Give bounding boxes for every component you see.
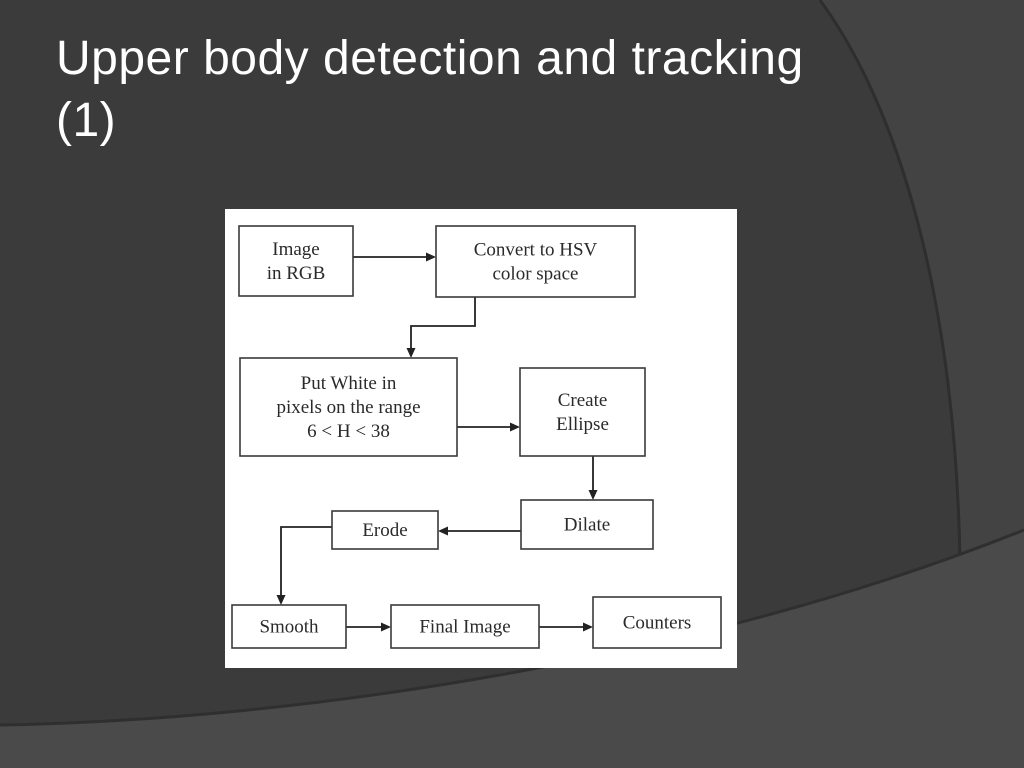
arrow-head [276,595,286,605]
node-label: color space [493,264,579,285]
arrow-head [583,622,593,632]
node-label: Ellipse [556,414,609,435]
node-convert-hsv: Convert to HSV color space [435,225,636,298]
node-box [231,604,347,649]
node-label: Put White in [301,373,397,394]
arrow-create-ellipse-to-dilate [588,456,598,500]
flowchart: Image in RGB Convert to HSV color spacePut … [231,225,722,649]
background-lower-swoosh [0,530,1024,768]
arrow-smooth-to-final-image [346,622,391,632]
connector-line [280,526,332,595]
arrow-dilate-to-erode [438,526,521,536]
slide-title: Upper body detection and tracking (1) [56,32,804,147]
node-box [520,499,654,550]
arrow-convert-hsv-to-put-white [406,297,476,358]
arrow-head [426,252,436,262]
background-swoosh-edge [0,528,1024,727]
node-put-white: Put White in pixels on the range 6 < H < 3… [239,357,458,457]
node-label: Image [272,239,319,260]
background-arc-edge [818,0,962,561]
background-right-arc [820,0,1024,560]
node-label: Dilate [564,515,610,536]
node-counters: Counters [592,596,722,649]
arrow-head [510,422,520,432]
node-label: in RGB [267,263,326,284]
node-label: Convert to HSV [474,240,598,261]
node-image-rgb: Image in RGB [238,225,354,297]
node-box [435,225,636,298]
arrow-final-image-to-counters [539,622,593,632]
arrow-head [438,526,448,536]
node-label: pixels on the range [276,397,420,418]
node-erode: Erode [331,510,439,550]
node-label: Create [558,390,608,411]
node-box [238,225,354,297]
node-final-image: Final Image [390,604,540,649]
node-label: Counters [623,613,692,634]
arrow-head [381,622,391,632]
arrow-put-white-to-create-ellipse [457,422,520,432]
arrow-erode-to-smooth [276,526,332,605]
node-box [592,596,722,649]
connector-line [410,297,476,348]
node-label: Erode [362,520,407,541]
node-box [331,510,439,550]
arrow-head [406,348,416,358]
node-label: Final Image [419,617,510,638]
arrow-head [588,490,598,500]
node-smooth: Smooth [231,604,347,649]
arrow-image-rgb-to-convert-hsv [353,252,436,262]
node-label: 6 < H < 38 [307,421,390,442]
node-box [519,367,646,457]
node-dilate: Dilate [520,499,654,550]
node-box [239,357,458,457]
node-label: Smooth [259,617,319,638]
node-box [390,604,540,649]
